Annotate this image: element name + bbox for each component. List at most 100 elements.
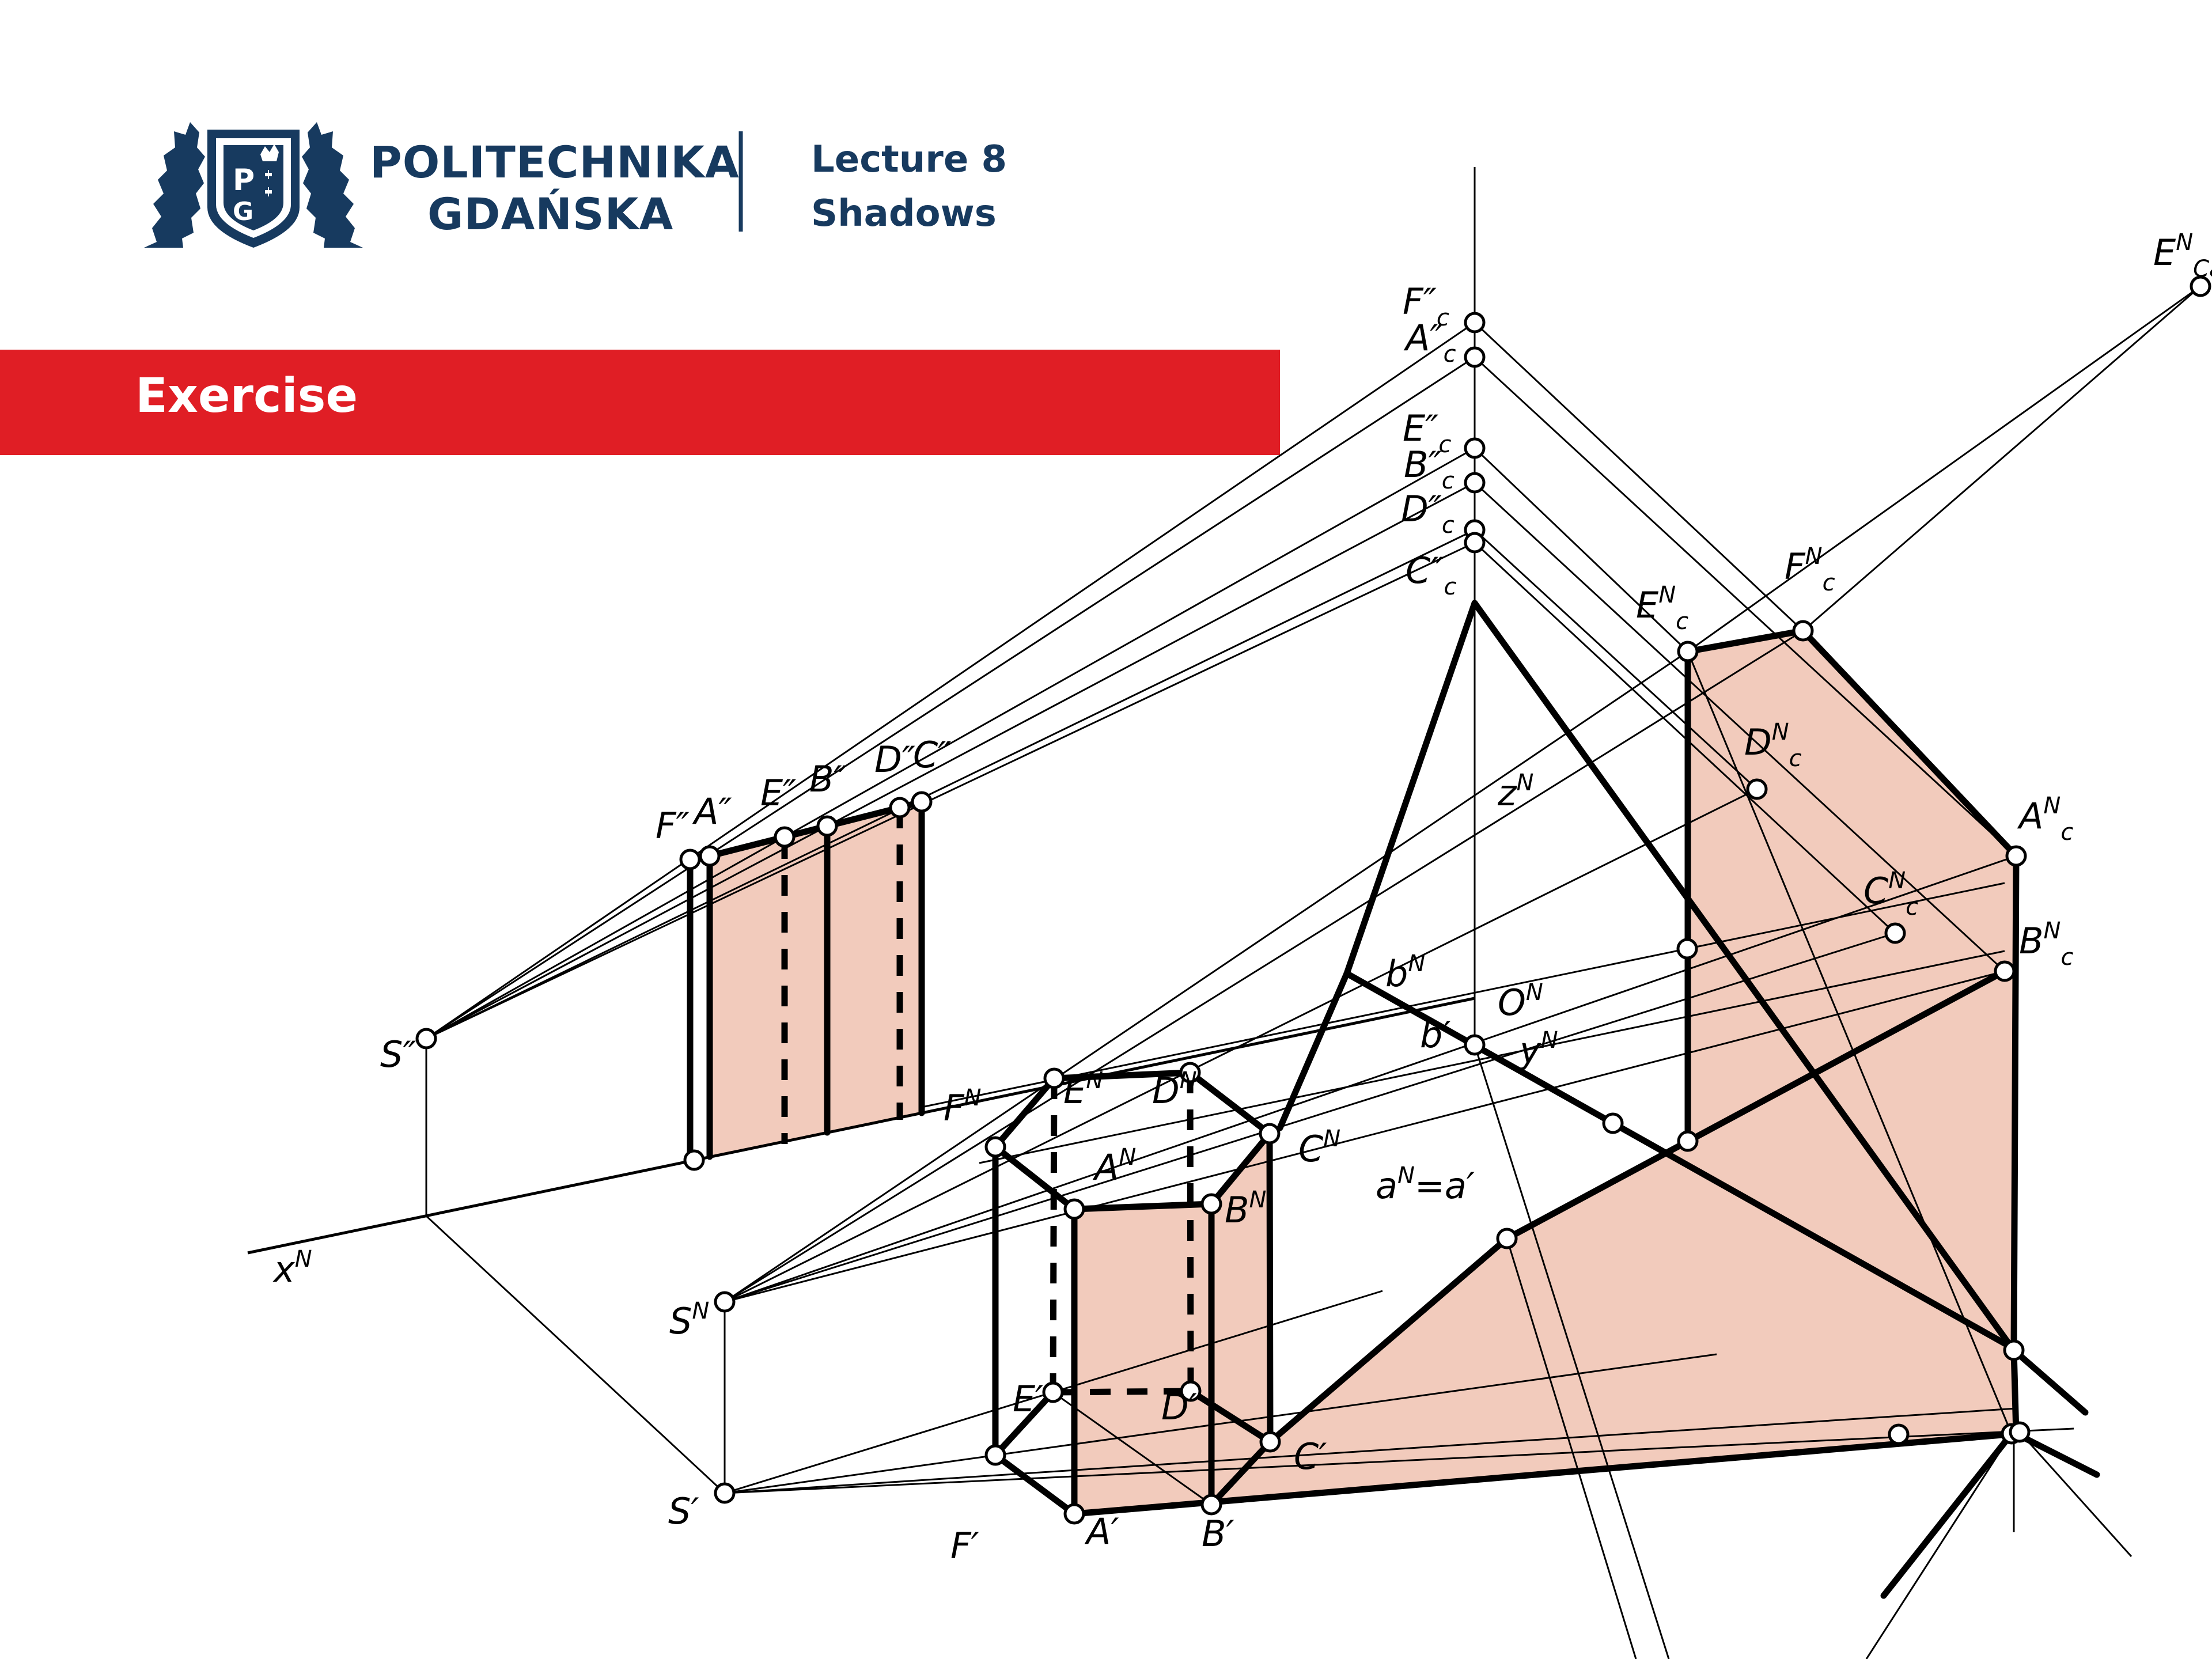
diagram-label: FN (944, 1085, 982, 1129)
point-marker (1043, 1067, 1065, 1089)
crest-icon: P G (144, 122, 363, 248)
point-marker (1042, 1381, 1064, 1403)
x-axis (247, 997, 1475, 1255)
point-marker (679, 849, 701, 870)
diagram-label: A″ (692, 790, 732, 832)
hidden-edges (781, 808, 1194, 1396)
point-marker (1746, 778, 1768, 800)
diagram-label: AN (1092, 1144, 1136, 1188)
point-marker (2009, 1421, 2031, 1443)
shadow-areas (710, 631, 2016, 1514)
diagram-label: FNc (1785, 543, 1835, 596)
diagram-label: F″c (1403, 281, 1449, 331)
point-marker (699, 845, 721, 867)
diagram-label: yN (1518, 1027, 1558, 1071)
y-axis (1474, 1044, 1670, 1659)
point-marker (889, 797, 911, 819)
point-marker (1200, 1193, 1222, 1215)
point-marker (1677, 1130, 1699, 1152)
point-marker (774, 826, 796, 848)
diagram-label: BNc (2019, 918, 2073, 971)
object-and-shadow-outlines (687, 600, 2100, 1599)
point-marker (1677, 641, 1699, 662)
point-marker (1179, 1062, 1201, 1084)
diagram-label: aN=a′ (1376, 1162, 1475, 1207)
point-marker (984, 1136, 1006, 1158)
point-marker (1259, 1431, 1281, 1453)
diagram-label: CN (1298, 1126, 1340, 1170)
banner-background (0, 350, 1280, 455)
diagram-labels: F″cA″cE″cB″cD″cC″cENCaENcFNcDNcCNcANcBNc… (272, 229, 2212, 1567)
diagram-label: E′ (1013, 1378, 1043, 1420)
diagram-label: BN (1225, 1187, 1266, 1231)
diagram-label: A′ (1084, 1510, 1119, 1552)
diagram-label: xN (272, 1246, 312, 1290)
diagram-label: b′ (1420, 1014, 1450, 1056)
point-marker (984, 1444, 1006, 1466)
axonometric-shadow-area (1074, 631, 2016, 1514)
point-marker (1464, 1034, 1486, 1056)
diagram-label: C″ (913, 734, 951, 776)
point-marker (2190, 275, 2211, 297)
point-marker (1180, 1380, 1202, 1402)
point-marker (1063, 1198, 1085, 1220)
wall-shadow-front-view (710, 802, 922, 1157)
diagram-label: D″c (1401, 488, 1455, 539)
point-marker (683, 1149, 705, 1171)
lecture-topic: Shadows (811, 192, 997, 235)
diagram-label: ENCa (2153, 229, 2212, 282)
point-marker (714, 1291, 736, 1313)
diagram-label: EN (1063, 1067, 1103, 1112)
diagram-label: B″ (809, 758, 847, 800)
point-marker (2003, 1339, 2025, 1361)
point-markers (415, 275, 2211, 1525)
point-marker (714, 1482, 736, 1504)
logo-letter-p: P (233, 163, 255, 198)
point-marker (1063, 1503, 1085, 1525)
diagram-label: ANc (2017, 793, 2073, 846)
diagram-label: S″ (380, 1033, 416, 1075)
diagram-label: ON (1498, 979, 1543, 1024)
university-name-line2: GDAŃSKA (427, 188, 673, 240)
point-marker (1888, 1423, 1910, 1445)
point-marker (1200, 1494, 1222, 1516)
diagram-label: C′ (1294, 1435, 1327, 1478)
diagram-label: SN (669, 1298, 709, 1342)
section-banner: Exercise (0, 350, 1280, 455)
diagram-label: S′ (668, 1490, 699, 1532)
diagram-label: zN (1497, 770, 1533, 814)
point-marker (1994, 960, 2016, 982)
diagram-label: E″ (760, 772, 796, 814)
point-marker (1464, 346, 1486, 368)
logo-letter-g: G (233, 197, 253, 226)
diagram-label: B′ (1202, 1513, 1234, 1555)
point-marker (1464, 472, 1486, 494)
point-marker (1464, 312, 1486, 334)
diagram-label: ENc (1636, 582, 1688, 635)
university-logo: P G POLITECHNIKA GDAŃSKA Lecture 8 Shado… (144, 122, 1007, 248)
point-marker (2005, 845, 2027, 867)
point-marker (816, 815, 838, 837)
diagram-label: DN (1152, 1067, 1197, 1112)
diagram-label: CNc (1863, 868, 1918, 921)
diagram-label: C″c (1406, 550, 1456, 600)
construction-lines (425, 167, 2201, 1659)
university-name-line1: POLITECHNIKA (370, 137, 740, 188)
diagram-label: B″c (1404, 444, 1455, 494)
point-marker (1676, 938, 1698, 960)
point-marker (1464, 437, 1486, 459)
point-marker (1464, 532, 1486, 554)
point-marker (1792, 620, 1814, 642)
point-marker (1496, 1228, 1518, 1249)
diagram-label: bN (1385, 950, 1425, 995)
diagram-label: E″c (1403, 407, 1451, 458)
lecture-number: Lecture 8 (811, 138, 1007, 181)
point-marker (1259, 1123, 1281, 1145)
diagram-label: D′ (1161, 1386, 1197, 1428)
banner-title: Exercise (135, 369, 358, 423)
point-marker (1884, 922, 1906, 944)
diagram-label: D″ (874, 738, 915, 781)
line-b-axonometric (921, 882, 2005, 1108)
